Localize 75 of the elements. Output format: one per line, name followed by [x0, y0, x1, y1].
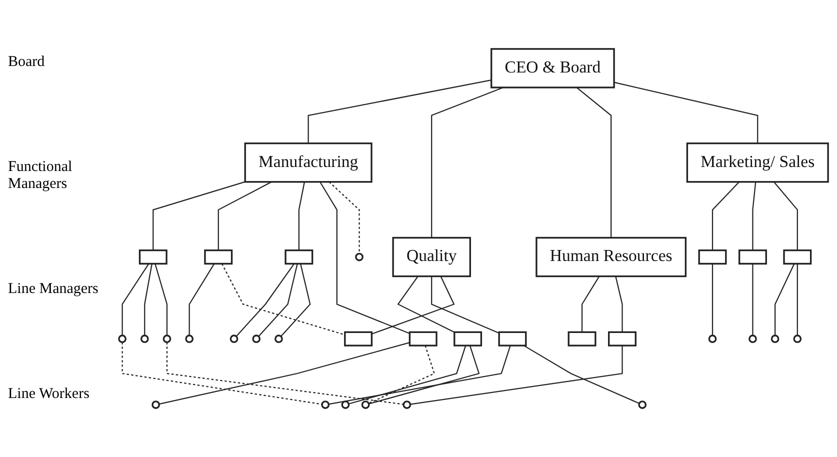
node-box — [138, 249, 168, 265]
node-circle — [748, 334, 757, 344]
connector — [218, 181, 272, 250]
connector — [773, 182, 798, 250]
connector — [152, 181, 246, 250]
connector — [752, 182, 756, 250]
connector — [774, 263, 795, 336]
node-circle — [361, 400, 370, 409]
connector — [144, 264, 152, 336]
connector — [320, 182, 410, 334]
node-circle — [708, 334, 717, 344]
tier-label: Functional Managers — [8, 159, 74, 193]
node-circle — [152, 400, 160, 409]
node-circle — [185, 334, 194, 344]
node-box — [454, 331, 482, 346]
connector — [368, 345, 480, 404]
connector — [188, 263, 215, 336]
connector — [712, 264, 714, 336]
node-circle — [321, 400, 330, 409]
node-circle — [252, 334, 261, 344]
connector — [348, 345, 466, 404]
node-box: Marketing/ Sales — [686, 142, 829, 183]
node-box — [204, 249, 233, 265]
connector — [410, 346, 623, 405]
connector — [258, 264, 298, 337]
node-box — [738, 249, 767, 265]
node-box — [498, 331, 527, 346]
connector — [328, 345, 511, 405]
node-circle — [793, 334, 802, 344]
connector — [431, 86, 504, 238]
node-box — [608, 331, 636, 346]
connector — [431, 276, 500, 334]
node-box — [783, 249, 812, 265]
connector — [614, 82, 758, 144]
connector — [328, 181, 360, 254]
node-box — [568, 331, 596, 346]
node-box — [698, 249, 727, 265]
connector — [576, 87, 612, 238]
connector — [524, 345, 640, 404]
node-circle — [230, 334, 238, 344]
connector — [372, 276, 455, 334]
tier-label: Line Managers — [8, 281, 100, 298]
connector — [221, 263, 346, 336]
connector — [236, 263, 295, 337]
node-circle — [140, 334, 149, 344]
connector — [154, 264, 168, 336]
connector — [122, 342, 322, 405]
node-circle — [162, 334, 172, 344]
tier-label: Line Workers — [8, 386, 90, 403]
node-box: Human Resources — [536, 236, 687, 278]
node-box: Manufacturing — [244, 142, 372, 183]
connector — [308, 79, 492, 144]
node-circle — [118, 334, 126, 344]
node-circle — [341, 400, 350, 409]
connector — [280, 264, 311, 337]
connector — [615, 276, 623, 332]
connector — [712, 181, 740, 250]
node-circle — [402, 400, 412, 409]
node-circle — [274, 334, 283, 344]
connector — [397, 276, 455, 333]
node-box — [284, 249, 314, 265]
node-box: Quality — [392, 236, 471, 278]
connector — [368, 345, 435, 404]
connector — [581, 276, 600, 332]
node-circle — [638, 400, 647, 409]
connector — [796, 264, 798, 336]
node-circle — [355, 252, 364, 262]
node-box: CEO & Board — [490, 48, 615, 88]
connector — [752, 264, 754, 336]
connector — [122, 263, 150, 336]
node-box — [344, 331, 373, 346]
node-circle — [770, 334, 780, 344]
connector — [298, 182, 306, 250]
node-box — [408, 331, 438, 346]
tier-label: Board — [8, 54, 46, 71]
